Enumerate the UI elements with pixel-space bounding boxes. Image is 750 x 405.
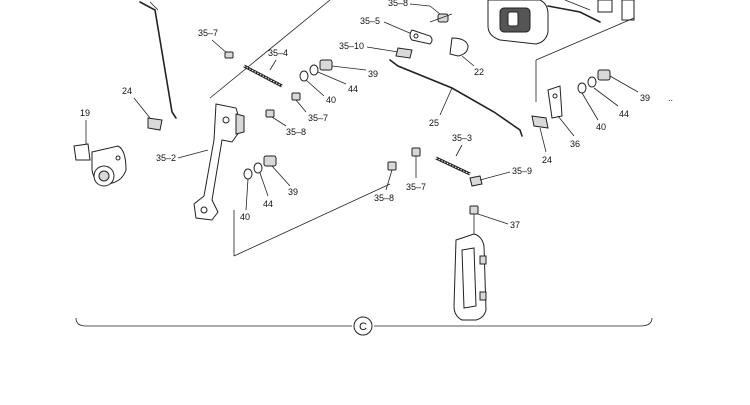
part-35-9-bolt: 35–9 [469, 166, 532, 187]
label-35-4: 35–4 [268, 48, 288, 58]
label-35-7-a: 35–7 [198, 28, 218, 38]
label-35-7-c: 35–7 [406, 182, 426, 192]
part-35-8-nut-a: 35–8 [265, 109, 306, 137]
part-35-7-bolt-a: 35–7 [198, 28, 234, 59]
part-22-clip: 22 [449, 37, 484, 77]
part-35-10: 35–10 [339, 41, 413, 59]
part-19-switch: 19 [73, 108, 127, 187]
callout-c: C [359, 321, 367, 333]
label-44-b: 44 [263, 199, 273, 209]
part-35-4-threaded-rod: 35–4 [243, 48, 288, 88]
fastener-group-c: 40 44 39 .. [577, 69, 673, 132]
guide-line-top [209, 0, 331, 99]
label-35-10: 35–10 [339, 41, 364, 51]
label-24-b: 24 [542, 155, 552, 165]
label-40-b: 40 [240, 212, 250, 222]
part-35-7-bolt-c: 35–7 [406, 147, 426, 192]
label-44-c: 44 [619, 109, 629, 119]
label-35-3: 35–3 [452, 133, 472, 143]
part-35-3-stud: 35–3 [435, 133, 472, 176]
fastener-group-b: 39 44 40 [240, 155, 298, 222]
label-39-b: 39 [288, 187, 298, 197]
label-35-9: 35–9 [512, 166, 532, 176]
label-dots: .. [668, 93, 673, 103]
handle-housing [453, 233, 487, 321]
label-35-8-top: 35–8 [388, 0, 408, 8]
part-35-7-bolt-b: 35–7 [291, 92, 328, 123]
part-25-rod: 25 [389, 59, 523, 137]
label-40-a: 40 [326, 95, 336, 105]
part-36-bracket: 36 [547, 85, 580, 149]
label-36: 36 [570, 139, 580, 149]
label-35-2: 35–2 [156, 153, 176, 163]
label-35-8-b: 35–8 [374, 193, 394, 203]
part-35-2-lever: 35–2 [156, 103, 245, 221]
part-24-clip-a: 24 [122, 86, 163, 131]
control-unit-top-right [487, 0, 635, 102]
label-22: 22 [474, 67, 484, 77]
fastener-group-a: 39 44 40 [299, 59, 378, 105]
label-24-a: 24 [122, 86, 132, 96]
label-39-a: 39 [368, 69, 378, 79]
part-35-8-nut-b: 35–8 [374, 161, 397, 203]
guide-line-bottom [233, 183, 391, 257]
group-bracket-c: C [75, 316, 653, 336]
part-24-clip-b: 24 [531, 115, 552, 165]
label-40-c: 40 [596, 122, 606, 132]
part-37-screw: 37 [469, 205, 520, 236]
label-37: 37 [510, 220, 520, 230]
label-35-7-b: 35–7 [308, 113, 328, 123]
label-19: 19 [80, 108, 90, 118]
rod-top-left [139, 1, 177, 119]
label-39-c: 39 [640, 93, 650, 103]
label-25: 25 [429, 118, 439, 128]
part-35-5-plate: 35–5 [360, 13, 453, 45]
label-35-5: 35–5 [360, 16, 380, 26]
label-44-a: 44 [348, 84, 358, 94]
label-35-8-a: 35–8 [286, 127, 306, 137]
